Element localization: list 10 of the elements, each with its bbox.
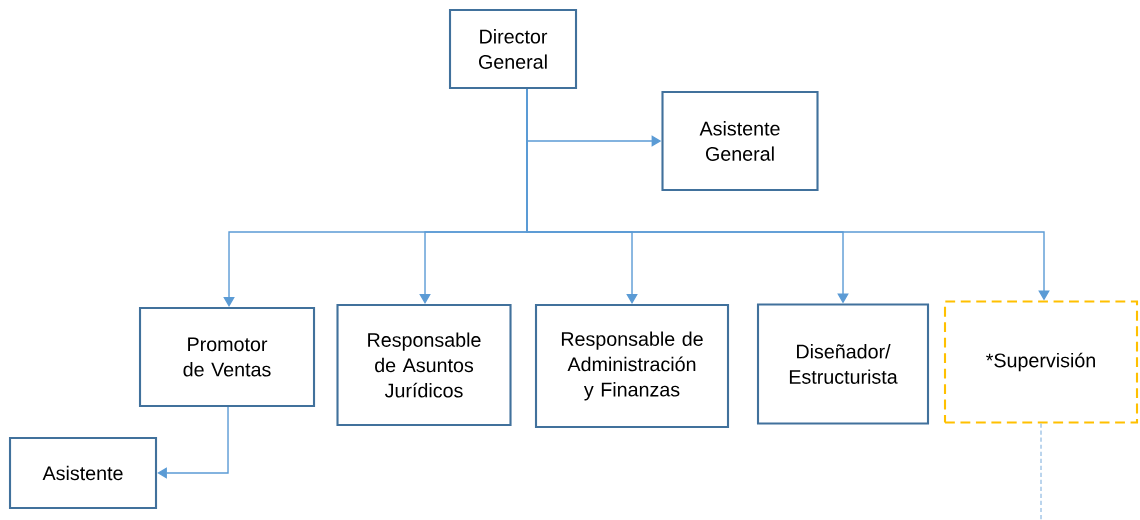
org-box: Director General: [448, 8, 578, 90]
org-box: Asistente General: [661, 90, 819, 192]
dashed-box: *Supervisión: [943, 300, 1139, 424]
arrow: [157, 406, 229, 479]
org-box: Diseñador/ Estructurista: [756, 303, 930, 425]
org-box: Promotor de Ventas: [138, 306, 316, 408]
org-box: Responsable de Administración y Finanzas: [534, 303, 730, 429]
org-box: Responsable de Asuntos Jurídicos: [336, 303, 512, 427]
org-box: Asistente: [8, 436, 158, 510]
dashed-line: [1040, 422, 1042, 520]
